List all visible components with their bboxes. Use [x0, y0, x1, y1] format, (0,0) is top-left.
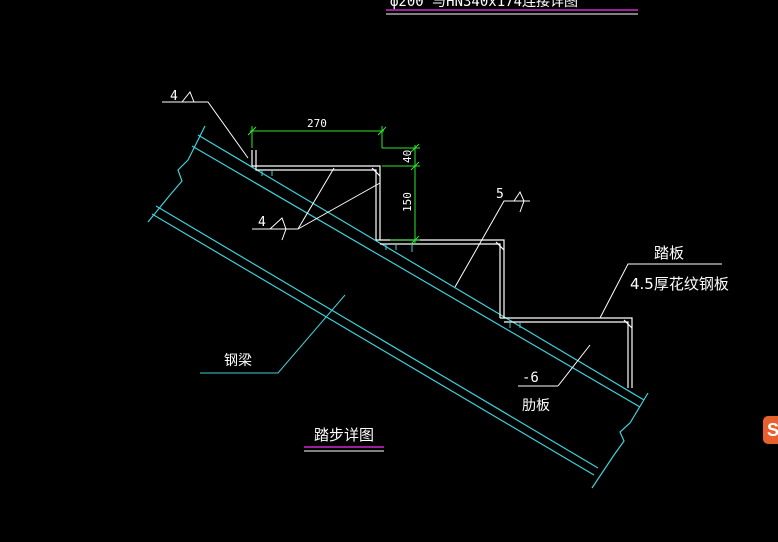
- dim-40-text: 40: [401, 150, 414, 163]
- beam-bottom-flange-inner: [155, 205, 599, 469]
- beam-leader: [200, 294, 346, 374]
- step-3-tread-inner: [504, 321, 629, 388]
- step-3-nosing: [623, 319, 633, 329]
- weld-4-mid-flag: [269, 217, 287, 241]
- step-1-tread-inner: [255, 150, 377, 240]
- beam-bottom-flange-outer: [151, 213, 595, 476]
- rib-spec-text: -6: [522, 370, 539, 386]
- dimensions: [247, 126, 420, 245]
- tread-title-text: 踏板: [654, 244, 684, 262]
- step-2-nosing: [495, 241, 505, 251]
- beam-break-left: [147, 125, 206, 223]
- weld-4-top-text: 4: [170, 89, 178, 104]
- beam-top-flange-outer: [197, 134, 645, 401]
- steel-beam: [147, 125, 649, 489]
- dim-270-text: 270: [307, 117, 327, 130]
- dim-150-text: 150: [401, 192, 414, 212]
- rib-leader: [557, 344, 591, 387]
- weld-5-text: 5: [496, 187, 504, 202]
- tread-plates: [251, 150, 633, 388]
- weld-5-flag: [513, 190, 525, 213]
- tread-leader: [599, 263, 722, 319]
- sogou-s-icon[interactable]: S: [763, 416, 778, 444]
- step-2-tread-inner: [380, 243, 501, 318]
- step-1-tread: [251, 150, 381, 240]
- step-3-tread: [500, 317, 633, 388]
- beam-break-right: [591, 392, 649, 489]
- weld-4-mid-text: 4: [258, 215, 266, 230]
- detail-title-text: 踏步详图: [314, 426, 374, 444]
- weld-ticks: [261, 170, 521, 328]
- step-1-nosing: [371, 167, 381, 177]
- weld-4-top-flag: [181, 91, 195, 103]
- tread-spec-text: 4.5厚花纹钢板: [630, 275, 729, 293]
- beam-label-text: 钢梁: [224, 353, 252, 369]
- rib-title-text: 肋板: [522, 398, 550, 414]
- weld-4-top-leader: [162, 101, 249, 159]
- leader-lines: [162, 91, 722, 387]
- beam-top-flange-inner: [191, 145, 641, 408]
- top-partial-title: φ200 与HN340x174连接详图: [390, 0, 578, 10]
- weld-5-leader: [454, 200, 530, 288]
